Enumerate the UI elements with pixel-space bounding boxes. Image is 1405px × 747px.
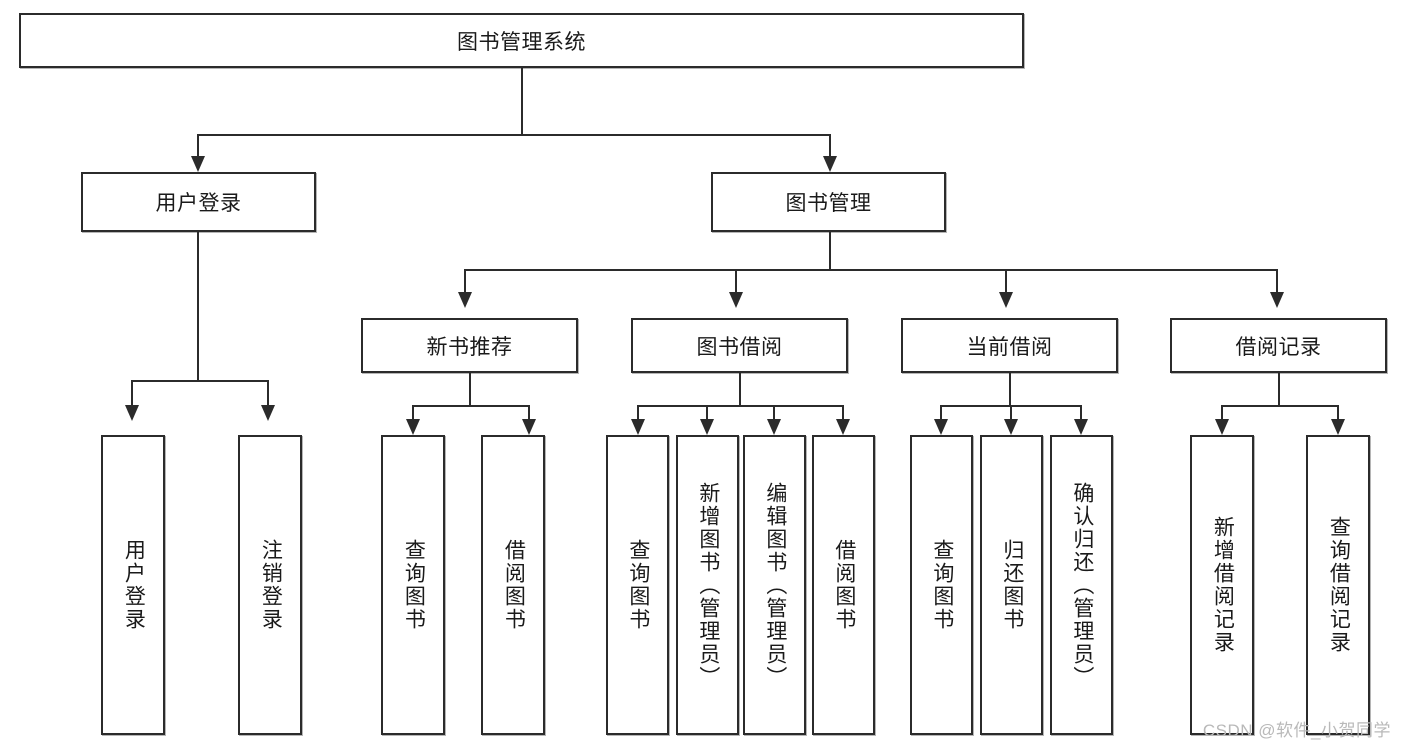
edge-root-to-book-mgmt <box>829 134 831 160</box>
edge-new-book-drop-1 <box>412 405 414 423</box>
arrow-to-borrow-record <box>1270 292 1284 308</box>
arrow-to-new-book-recommend <box>458 292 472 308</box>
edge-root-trunk <box>521 68 523 135</box>
arrow-leaf-borrow-book-2 <box>836 419 850 435</box>
arrow-leaf-query-book-3 <box>934 419 948 435</box>
arrow-to-current-borrow <box>999 292 1013 308</box>
edge-to-borrow-record <box>1276 269 1278 295</box>
node-label: 编辑图书（管理员） <box>763 481 787 689</box>
arrow-leaf-query-record <box>1331 419 1345 435</box>
arrow-leaf-borrow-book-1 <box>522 419 536 435</box>
leaf-return-book[interactable]: 归还图书 <box>980 435 1043 735</box>
edge-current-borrow-drop-2 <box>1010 405 1012 423</box>
edge-to-new-book <box>464 269 466 295</box>
edge-new-book-trunk <box>469 373 471 407</box>
node-root-system[interactable]: 图书管理系统 <box>19 13 1024 68</box>
node-label: 用户登录 <box>155 192 242 215</box>
node-label: 图书管理系统 <box>457 30 586 54</box>
leaf-query-book-recommend[interactable]: 查询图书 <box>381 435 445 735</box>
edge-new-book-drop-2 <box>528 405 530 423</box>
node-label: 借阅记录 <box>1235 335 1322 359</box>
node-label: 确认归还（管理员） <box>1070 481 1094 689</box>
node-label: 归还图书 <box>1000 539 1024 631</box>
node-label: 当前借阅 <box>966 335 1053 359</box>
leaf-query-borrow-record[interactable]: 查询借阅记录 <box>1306 435 1370 735</box>
edge-book-mgmt-trunk <box>829 232 831 271</box>
edge-borrow-record-bus <box>1221 405 1339 407</box>
leaf-confirm-return-admin[interactable]: 确认归还（管理员） <box>1050 435 1113 735</box>
edge-book-borrow-bus <box>637 405 844 407</box>
edge-borrow-record-trunk <box>1278 373 1280 407</box>
edge-user-login-drop-2 <box>267 380 269 408</box>
node-label: 新增借阅记录 <box>1211 516 1235 654</box>
node-label: 新书推荐 <box>426 335 513 359</box>
edge-book-borrow-drop-4 <box>842 405 844 423</box>
leaf-borrow-book[interactable]: 借阅图书 <box>812 435 875 735</box>
edge-current-borrow-trunk <box>1009 373 1011 407</box>
node-new-book-recommend[interactable]: 新书推荐 <box>361 318 578 373</box>
leaf-query-book-current[interactable]: 查询图书 <box>910 435 973 735</box>
node-label: 查询图书 <box>930 539 954 631</box>
edge-to-current-borrow <box>1005 269 1007 295</box>
node-book-management[interactable]: 图书管理 <box>711 172 946 232</box>
edge-new-book-bus <box>412 405 530 407</box>
edge-user-login-drop-1 <box>131 380 133 408</box>
arrow-leaf-logout <box>261 405 275 421</box>
node-label: 查询借阅记录 <box>1327 516 1351 654</box>
edge-current-borrow-drop-1 <box>940 405 942 423</box>
arrow-to-user-login <box>191 156 205 172</box>
arrow-leaf-add-book <box>700 419 714 435</box>
leaf-query-book-borrow[interactable]: 查询图书 <box>606 435 669 735</box>
node-book-borrow[interactable]: 图书借阅 <box>631 318 848 373</box>
arrow-leaf-query-book-1 <box>406 419 420 435</box>
edge-root-bus <box>197 134 831 136</box>
edge-to-book-borrow <box>735 269 737 295</box>
node-label: 图书管理 <box>785 192 872 215</box>
edge-user-login-trunk <box>197 232 199 381</box>
node-label: 图书借阅 <box>696 335 783 359</box>
node-user-login[interactable]: 用户登录 <box>81 172 316 232</box>
node-label: 借阅图书 <box>832 539 856 631</box>
edge-book-borrow-drop-3 <box>773 405 775 423</box>
leaf-add-book-admin[interactable]: 新增图书（管理员） <box>676 435 739 735</box>
arrow-leaf-return-book <box>1004 419 1018 435</box>
leaf-user-login[interactable]: 用户登录 <box>101 435 165 735</box>
node-borrow-record[interactable]: 借阅记录 <box>1170 318 1387 373</box>
edge-current-borrow-drop-3 <box>1080 405 1082 423</box>
edge-borrow-record-drop-1 <box>1221 405 1223 423</box>
arrow-leaf-edit-book <box>767 419 781 435</box>
leaf-edit-book-admin[interactable]: 编辑图书（管理员） <box>743 435 806 735</box>
node-label: 查询图书 <box>626 539 650 631</box>
arrow-leaf-query-book-2 <box>631 419 645 435</box>
arrow-leaf-user-login <box>125 405 139 421</box>
edge-user-login-bus <box>131 380 269 382</box>
edge-root-to-user-login <box>197 134 199 160</box>
node-label: 借阅图书 <box>502 539 526 631</box>
arrow-leaf-confirm-return <box>1074 419 1088 435</box>
node-label: 查询图书 <box>402 539 426 631</box>
edge-book-borrow-trunk <box>739 373 741 407</box>
arrow-to-book-borrow <box>729 292 743 308</box>
edge-borrow-record-drop-2 <box>1337 405 1339 423</box>
arrow-to-book-mgmt <box>823 156 837 172</box>
arrow-leaf-add-record <box>1215 419 1229 435</box>
node-label: 新增图书（管理员） <box>696 481 720 689</box>
node-label: 注销登录 <box>259 539 283 631</box>
leaf-add-borrow-record[interactable]: 新增借阅记录 <box>1190 435 1254 735</box>
leaf-borrow-book-recommend[interactable]: 借阅图书 <box>481 435 545 735</box>
leaf-logout[interactable]: 注销登录 <box>238 435 302 735</box>
node-label: 用户登录 <box>122 539 146 631</box>
edge-level3-bus <box>464 269 1278 271</box>
node-current-borrow[interactable]: 当前借阅 <box>901 318 1118 373</box>
edge-book-borrow-drop-1 <box>637 405 639 423</box>
edge-book-borrow-drop-2 <box>706 405 708 423</box>
